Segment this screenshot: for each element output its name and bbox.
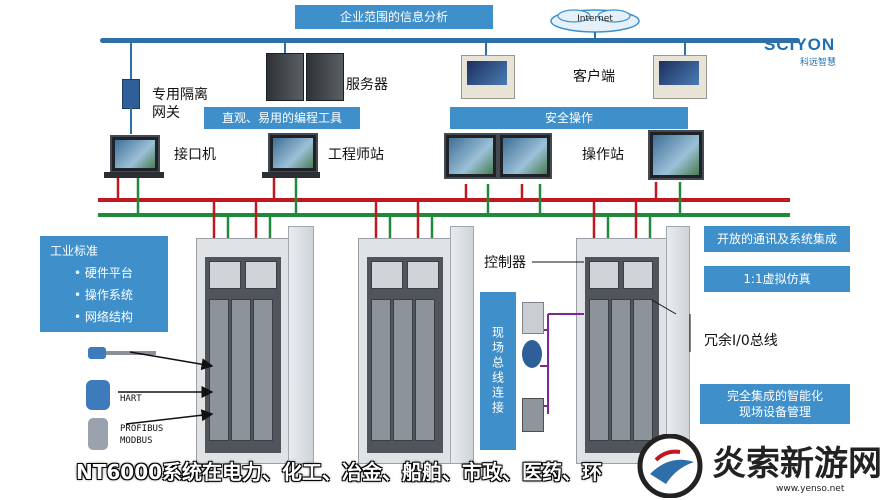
client-label: 客户端 — [573, 69, 615, 85]
control-cabinet — [196, 238, 290, 464]
watermark-logo-icon — [637, 434, 703, 498]
transmitter-icon — [88, 344, 158, 359]
cabinet-door — [666, 226, 690, 464]
industry-title: 工业标准 — [50, 244, 99, 258]
watermark-text: 炎索新游网 — [712, 444, 882, 484]
operator-monitor-icon — [444, 133, 498, 179]
industry-item: • 硬件平台 — [74, 266, 133, 280]
server-icon — [266, 53, 304, 101]
engineer-label: 工程师站 — [328, 147, 384, 163]
pressure-transmitter-icon — [86, 380, 110, 410]
server-link — [284, 42, 286, 54]
interface-monitor-icon — [110, 135, 160, 173]
internet-link — [594, 32, 596, 40]
operator-monitor-icon — [648, 130, 704, 180]
modbus-label: MODBUS — [120, 436, 153, 446]
control-cabinet — [358, 238, 452, 464]
enterprise-network-line — [100, 38, 800, 43]
controller-label: 控制器 — [484, 255, 526, 271]
cabinet-door — [450, 226, 474, 464]
keyboard-icon — [104, 172, 164, 178]
industry-item: • 网络结构 — [74, 310, 133, 324]
bottom-caption: NT6000系统在电力、化工、冶金、船舶、市政、医药、环 — [76, 460, 603, 484]
open-communication-box: 开放的通讯及系统集成 — [704, 226, 850, 252]
profibus-label: PROFIBUS — [120, 424, 164, 434]
virtual-simulation-box: 1:1虚拟仿真 — [704, 266, 850, 292]
internet-cloud: Internet — [548, 8, 642, 34]
operator-label: 操作站 — [582, 147, 624, 163]
safe-operation-banner: 安全操作 — [450, 107, 688, 129]
fieldbus-connection-box: 现场总线连接 — [480, 292, 516, 450]
internet-label: Internet — [577, 14, 613, 24]
valve-device-icon — [522, 340, 542, 368]
gateway-label: 专用隔离 网关 — [152, 87, 208, 121]
server-label: 服务器 — [346, 77, 388, 93]
smart-device-box: 完全集成的智能化 现场设备管理 — [700, 384, 850, 424]
cabinet-door — [288, 226, 314, 464]
client-pc-icon — [461, 55, 515, 99]
control-cabinet — [576, 238, 668, 464]
watermark: 炎索新游网 www.yenso.net — [636, 434, 886, 498]
flow-meter-icon — [88, 418, 108, 450]
programming-tool-banner: 直观、易用的编程工具 — [204, 107, 360, 129]
hart-label: HART — [120, 394, 142, 404]
enterprise-info-banner: 企业范围的信息分析 — [295, 5, 493, 29]
logo-sub: 科远智慧 — [800, 58, 837, 68]
gateway-down-link — [130, 107, 132, 134]
io-device-icon — [522, 302, 544, 334]
operator-monitor-icon — [498, 133, 552, 179]
industry-standard-box: 工业标准 • 硬件平台 • 操作系统 • 网络结构 — [40, 236, 168, 332]
server-icon — [306, 53, 344, 101]
drive-device-icon — [522, 398, 544, 432]
industry-item: • 操作系统 — [74, 288, 133, 302]
client-pc-icon — [653, 55, 707, 99]
interface-label: 接口机 — [174, 147, 216, 163]
watermark-url: www.yenso.net — [776, 484, 845, 494]
keyboard-icon — [262, 172, 320, 178]
client-link — [485, 42, 487, 56]
redundant-io-label: 冗余I/0总线 — [704, 333, 778, 349]
client-link — [684, 42, 686, 56]
gateway-link — [130, 42, 132, 79]
